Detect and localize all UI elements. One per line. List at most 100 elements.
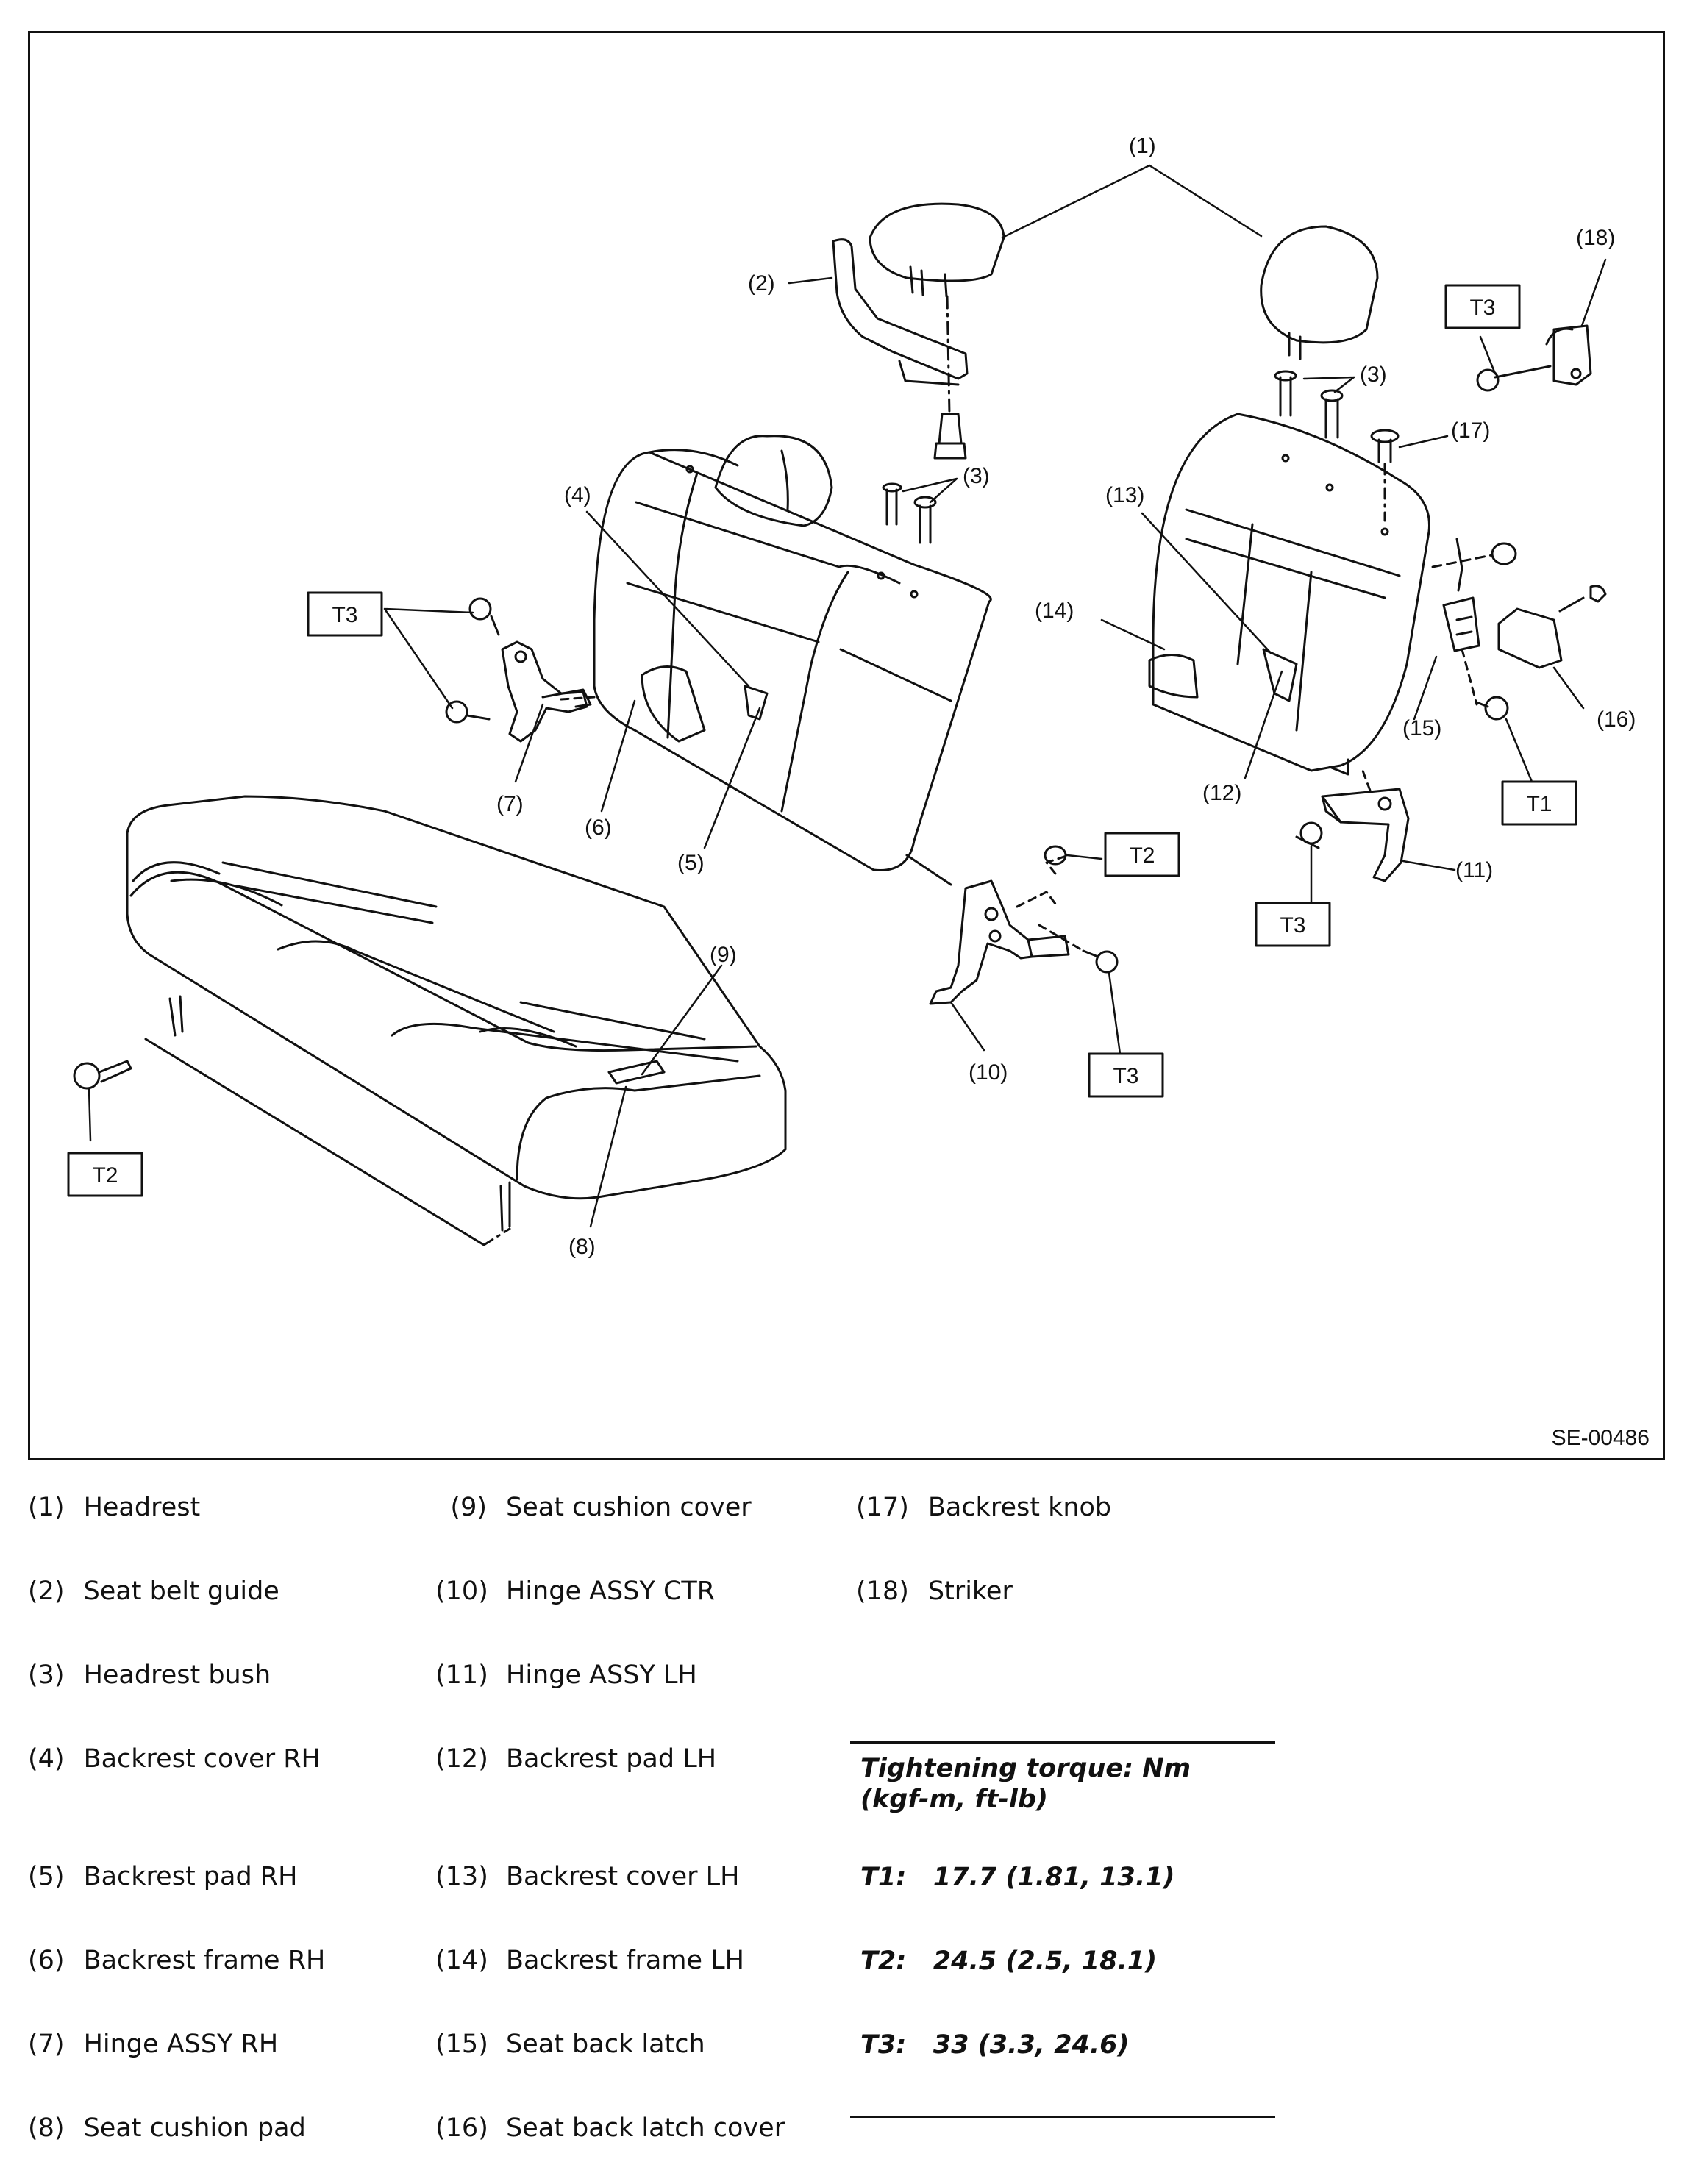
legend-num: (17) xyxy=(856,1493,909,1522)
callout-14: (14) xyxy=(1035,599,1074,623)
callout-3b: (3) xyxy=(963,464,990,488)
callout-15: (15) xyxy=(1402,716,1441,741)
legend-label: Backrest frame RH xyxy=(83,1946,326,1975)
legend-label: Seat cushion cover xyxy=(506,1493,752,1522)
callout-5: (5) xyxy=(677,851,705,875)
legend-label: Seat belt guide xyxy=(83,1577,279,1606)
backrest-knob xyxy=(1370,429,1400,522)
legend-item: (3) Headrest bush xyxy=(28,1660,271,1690)
legend-num: (18) xyxy=(856,1577,909,1606)
legend-num: (9) xyxy=(450,1493,487,1522)
torque-t2: T2: 24.5 (2.5, 18.1) xyxy=(860,1946,1158,1976)
backrest-lh xyxy=(1148,413,1430,776)
callout-12: (12) xyxy=(1202,781,1241,805)
callout-4: (4) xyxy=(564,483,591,507)
legend-item: (7) Hinge ASSY RH xyxy=(28,2030,278,2059)
callout-9: (9) xyxy=(710,943,737,967)
legend-num: (6) xyxy=(28,1946,65,1975)
legend-num: (4) xyxy=(28,1744,65,1774)
callout-11: (11) xyxy=(1455,858,1493,882)
legend-num: (14) xyxy=(435,1946,488,1975)
legend-num: (13) xyxy=(435,1862,488,1891)
legend-label: Seat back latch cover xyxy=(506,2113,785,2143)
tag-t3-striker: T3 xyxy=(1469,296,1495,320)
bolt-t1 xyxy=(1461,648,1509,721)
diagram-drawing: (1) (2) (3) (3) (4) (5) (6) (7) (8) (9) … xyxy=(67,134,1636,1259)
legend-label: Backrest knob xyxy=(927,1493,1112,1522)
leader-lines xyxy=(88,164,1607,1228)
legend-label: Backrest pad RH xyxy=(83,1862,298,1891)
headrest-bush-lh xyxy=(1274,370,1344,439)
torque-tag-labels: T3 T3 T3 T3 T2 T2 T1 xyxy=(92,296,1552,1188)
striker xyxy=(1476,324,1592,392)
legend-label: Backrest frame LH xyxy=(506,1946,744,1975)
legend-label: Hinge ASSY LH xyxy=(506,1660,697,1690)
backrest-rh xyxy=(593,435,992,871)
legend-num: (3) xyxy=(28,1660,65,1690)
torque-t1: T1: 17.7 (1.81, 13.1) xyxy=(860,1863,1175,1892)
hinge-lh xyxy=(1295,769,1410,882)
headrest-rh xyxy=(869,202,1005,460)
legend-label: Headrest xyxy=(83,1493,201,1522)
legend-item: (17) Backrest knob xyxy=(856,1493,1111,1522)
callout-16: (16) xyxy=(1597,707,1636,732)
legend-num: (8) xyxy=(28,2113,65,2143)
figure-code: SE-00486 xyxy=(1551,1426,1650,1450)
legend-num: (7) xyxy=(28,2030,65,2059)
callout-17: (17) xyxy=(1451,418,1490,443)
legend-num: (10) xyxy=(435,1577,488,1606)
torque-title-line1: Tightening torque: Nm xyxy=(860,1754,1191,1783)
callout-18: (18) xyxy=(1576,226,1615,250)
callout-13: (13) xyxy=(1105,483,1144,507)
headrest-lh xyxy=(1260,225,1379,360)
legend-label: Hinge ASSY CTR xyxy=(506,1577,716,1606)
tag-t2-cushion: T2 xyxy=(92,1163,118,1188)
torque-tag-boxes xyxy=(67,284,1577,1197)
headrest-bush-rh xyxy=(882,482,937,544)
tag-t2-hinge-ctr: T2 xyxy=(1129,843,1155,868)
legend-item: (5) Backrest pad RH xyxy=(28,1862,297,1891)
legend-item: (1)Headrest xyxy=(28,1493,200,1522)
tag-t3-left: T3 xyxy=(332,603,357,627)
seat-belt-guide xyxy=(832,238,969,386)
legend-label: Seat cushion pad xyxy=(83,2113,306,2143)
legend-item: (4) Backrest cover RH xyxy=(28,1744,321,1774)
legend-item: (9) Seat cushion cover xyxy=(435,1493,752,1522)
torque-title-line2: (kgf-m, ft-lb) xyxy=(860,1785,1048,1814)
legend-label: Backrest pad LH xyxy=(506,1744,717,1774)
tag-t3-hinge-ctr: T3 xyxy=(1113,1064,1138,1088)
legend-num: (16) xyxy=(435,2113,488,2143)
legend-item: (12)Backrest pad LH xyxy=(435,1744,716,1774)
legend-item: (15)Seat back latch xyxy=(435,2030,705,2059)
torque-t3: T3: 33 (3.3, 24.6) xyxy=(860,2030,1130,2060)
legend-label: Seat back latch xyxy=(506,2030,705,2059)
callout-3a: (3) xyxy=(1360,363,1387,387)
legend-num: (2) xyxy=(28,1577,65,1606)
legend-item: (2) Seat belt guide xyxy=(28,1577,279,1606)
callout-1: (1) xyxy=(1129,134,1156,158)
callout-8: (8) xyxy=(568,1235,596,1259)
legend-item: (6) Backrest frame RH xyxy=(28,1946,325,1975)
callout-2: (2) xyxy=(748,271,775,296)
torque-table: Tightening torque: Nm (kgf-m, ft-lb) T1:… xyxy=(850,1741,1275,2118)
legend-item: (18)Striker xyxy=(856,1577,1013,1606)
cushion-bolt xyxy=(73,1060,132,1090)
legend-item: (14) Backrest frame LH xyxy=(435,1946,744,1975)
legend-num: (5) xyxy=(28,1862,65,1891)
hinge-ctr xyxy=(905,845,1119,1005)
legend-item: (8) Seat cushion pad xyxy=(28,2113,306,2143)
legend-label: Headrest bush xyxy=(83,1660,271,1690)
seat-back-latch xyxy=(1431,538,1607,669)
legend-label: Backrest cover LH xyxy=(506,1862,740,1891)
legend-item: (11) Hinge ASSY LH xyxy=(435,1660,697,1690)
tag-t1-latch: T1 xyxy=(1526,792,1552,816)
legend-label: Hinge ASSY RH xyxy=(83,2030,279,2059)
callout-6: (6) xyxy=(585,816,612,840)
legend-num: (11) xyxy=(435,1660,488,1690)
tag-t3-hinge-lh: T3 xyxy=(1280,913,1305,938)
legend-label: Backrest cover RH xyxy=(83,1744,321,1774)
legend-item: (13) Backrest cover LH xyxy=(435,1862,739,1891)
exploded-diagram: (1) (2) (3) (3) (4) (5) (6) (7) (8) (9) … xyxy=(28,31,1665,1460)
hinge-rh xyxy=(445,597,596,743)
legend-item: (16) Seat back latch cover xyxy=(435,2113,785,2143)
